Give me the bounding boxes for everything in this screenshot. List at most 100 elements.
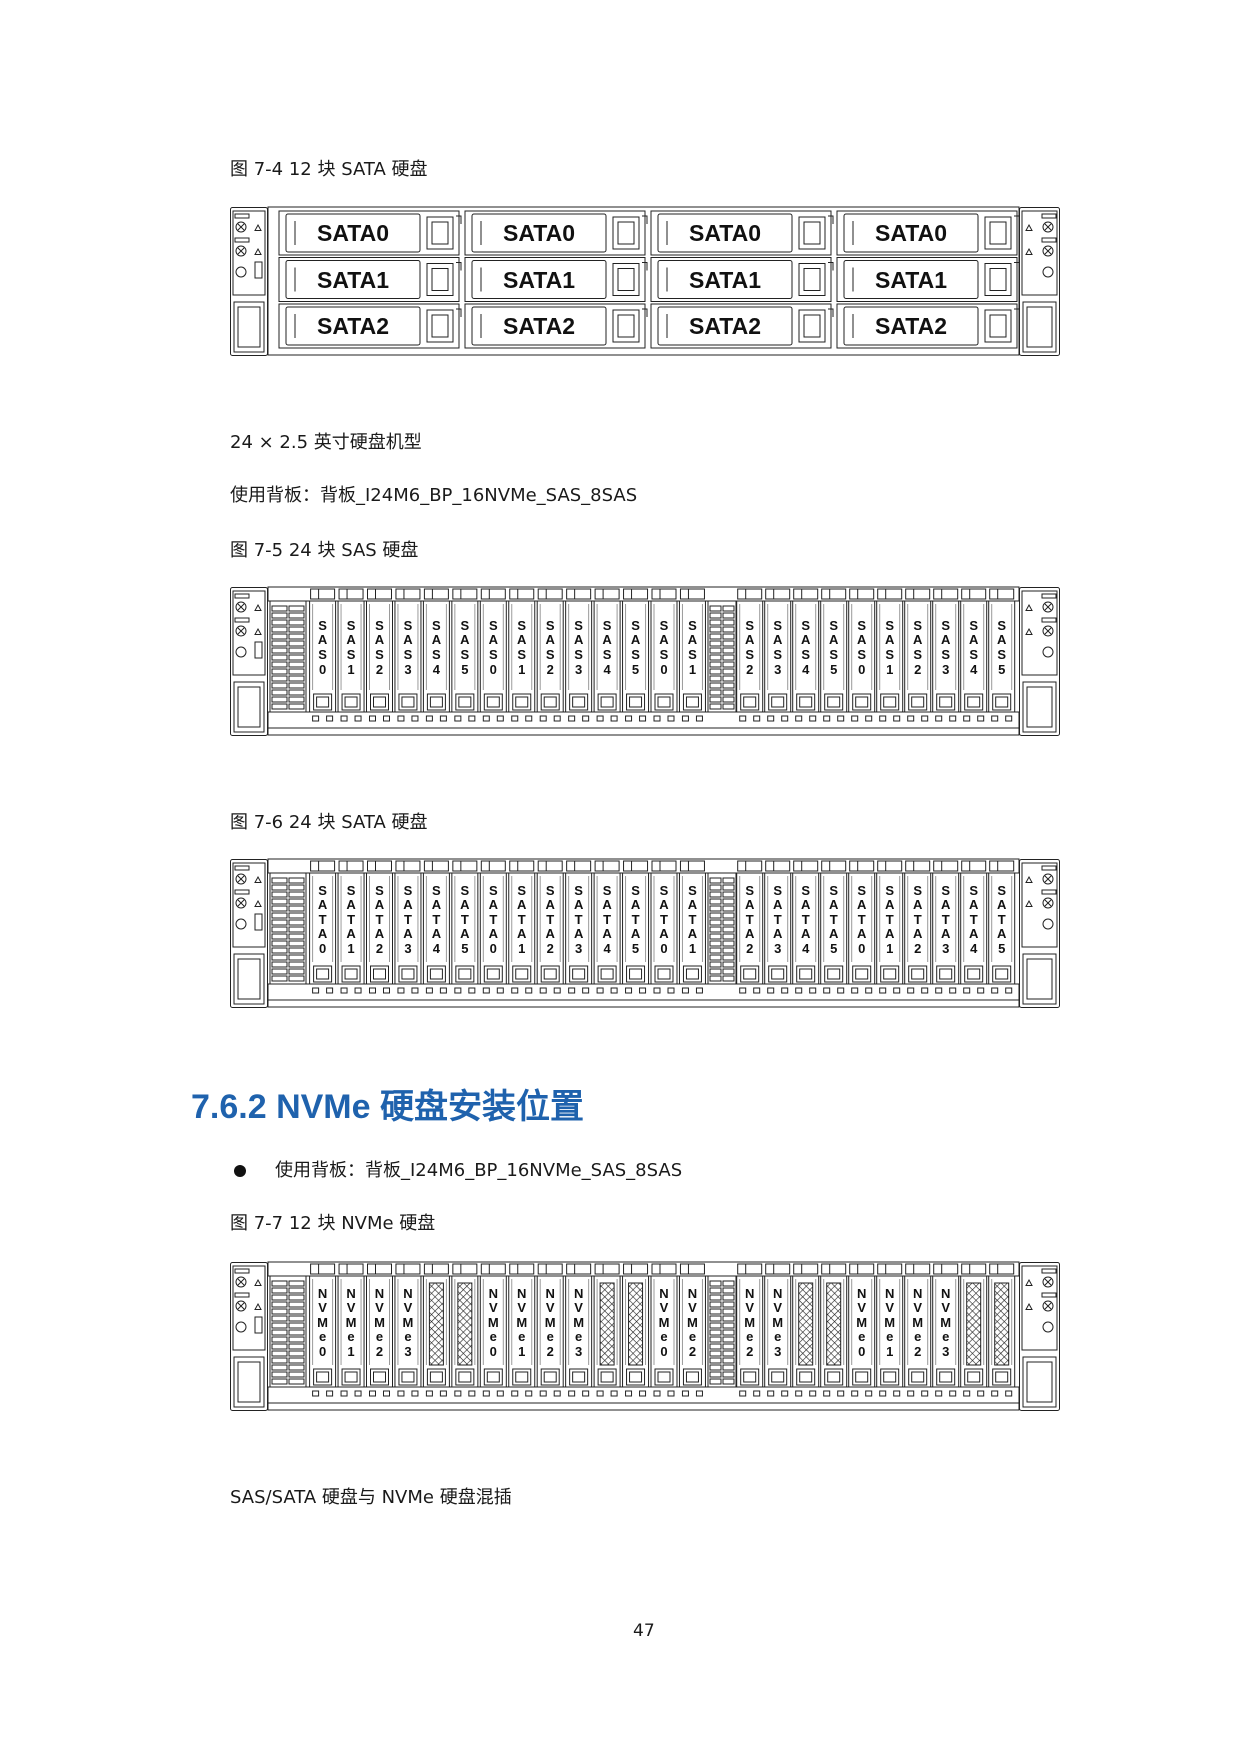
vent-slot: [722, 1378, 735, 1385]
drive-bay: [960, 1263, 988, 1397]
bay-foot: [809, 715, 817, 722]
left-mounting-ear: [230, 1262, 268, 1411]
vent-slot: [722, 898, 735, 905]
bay-latch-button: [344, 1371, 358, 1383]
drive-bay: [479, 860, 507, 994]
bay-label-area: SAS0: [849, 604, 875, 692]
drive-label: SATA2: [875, 313, 947, 339]
drive-label-area: SATA1: [658, 261, 792, 299]
vent-slot: [271, 926, 288, 933]
bay-label-area: SATA0: [310, 876, 336, 964]
bay-latch-button: [486, 968, 500, 980]
drive-label-box: [471, 306, 607, 346]
drive-bay: [820, 860, 848, 994]
vent-slot: [288, 1308, 305, 1315]
usb-port-icon: [254, 641, 263, 659]
bay-latch-button: [827, 968, 841, 980]
bay-latch-button: [629, 1371, 643, 1383]
bay-label-area: NVMe0: [849, 1279, 875, 1367]
bay-top-tab: [961, 860, 987, 872]
bay-latch-button: [458, 968, 472, 980]
bay-top-tab: [737, 588, 763, 600]
bay-foot: [553, 715, 561, 722]
uid-button-icon: [235, 221, 247, 233]
ear-label-tag: [234, 889, 250, 895]
bay-foot: [539, 715, 547, 722]
vent-slot: [288, 975, 305, 982]
drive-handle-inner: [617, 221, 635, 245]
drive-bay: [736, 588, 764, 722]
icon-stroke: [1044, 1302, 1052, 1310]
bay-foot: [511, 987, 519, 994]
vent-slot: [722, 1336, 735, 1343]
drive-label: SATA1: [317, 266, 389, 293]
bay-top-tab: [566, 860, 592, 872]
bay-foot: [340, 1390, 348, 1397]
vent-slot: [722, 940, 735, 947]
ear-label-tag: [234, 1268, 250, 1274]
bay-foot: [823, 715, 831, 722]
reset-button-icon: [1042, 625, 1054, 637]
icon-stroke: [237, 627, 245, 635]
vent-slot: [722, 696, 735, 703]
right-mounting-ear: [1019, 587, 1060, 736]
bay-label-area: SATA5: [623, 876, 649, 964]
vent-slot: [288, 1294, 305, 1301]
drive-handle-inner: [431, 221, 449, 245]
drive-label: SATA0: [317, 220, 389, 246]
vent-slot: [288, 696, 305, 703]
icon-stroke: [1044, 247, 1052, 255]
bay-foot: [639, 987, 647, 994]
drive-bay: [278, 210, 462, 256]
bay-foot: [625, 987, 633, 994]
drive-label-area: SATA1: [472, 261, 606, 299]
drive-label: SATA1: [875, 266, 947, 293]
vent-slot: [271, 605, 288, 612]
bay-label-area: NVMe0: [480, 1279, 506, 1367]
drive-bay: [848, 588, 876, 722]
bay-foot: [639, 715, 647, 722]
bay-foot: [681, 987, 689, 994]
bay-latch-button: [543, 696, 557, 708]
drive-bay: [988, 860, 1016, 994]
bay-foot: [907, 715, 915, 722]
drive-label: SATA5: [460, 882, 470, 956]
figure-7-5-caption: 图 7-5 24 块 SAS 硬盘: [230, 540, 419, 561]
bay-label-area: SATA5: [989, 876, 1015, 964]
reset-button-icon: [1042, 245, 1054, 257]
bay-foot: [468, 715, 476, 722]
reset-button-icon: [235, 897, 247, 909]
bay-foot: [326, 1390, 334, 1397]
bay-latch-button: [657, 1371, 671, 1383]
vent-slot: [709, 682, 722, 689]
vent-slot: [288, 1280, 305, 1287]
bay-latch-button: [967, 696, 981, 708]
bay-label-area: SAS5: [623, 604, 649, 692]
bay-top-tab: [905, 588, 931, 600]
status-led-icon: [254, 223, 262, 231]
drive-bay: [622, 588, 650, 722]
bullet-backplane-line: 使用背板：背板_I24M6_BP_16NVMe_SAS_8SAS: [275, 1160, 683, 1181]
drive-bay: [650, 303, 834, 349]
bay-label-area: SATA0: [480, 876, 506, 964]
bay-latch-button: [458, 1371, 472, 1383]
bay-foot: [767, 715, 775, 722]
bay-foot: [610, 987, 618, 994]
bay-label-area: SAS2: [367, 604, 393, 692]
drive-bay: [508, 588, 536, 722]
ear-label-tag: [1041, 889, 1057, 895]
vent-slot: [722, 919, 735, 926]
drive-label-area: SATA2: [472, 307, 606, 345]
drive-label: NVMe1: [345, 1285, 357, 1359]
vent-slot: [288, 1357, 305, 1364]
drive-label-box: [285, 213, 421, 253]
vent-slot: [271, 1287, 288, 1294]
blank-filler: [994, 1282, 1010, 1366]
ear-handle-grip: [1026, 306, 1053, 348]
drive-label: SATA2: [374, 882, 385, 956]
drive-label-area: SATA2: [286, 307, 420, 345]
bay-foot: [935, 987, 943, 994]
vent-slot: [271, 619, 288, 626]
bay-latch-button: [572, 696, 586, 708]
drive-label: SAS5: [996, 617, 1007, 677]
